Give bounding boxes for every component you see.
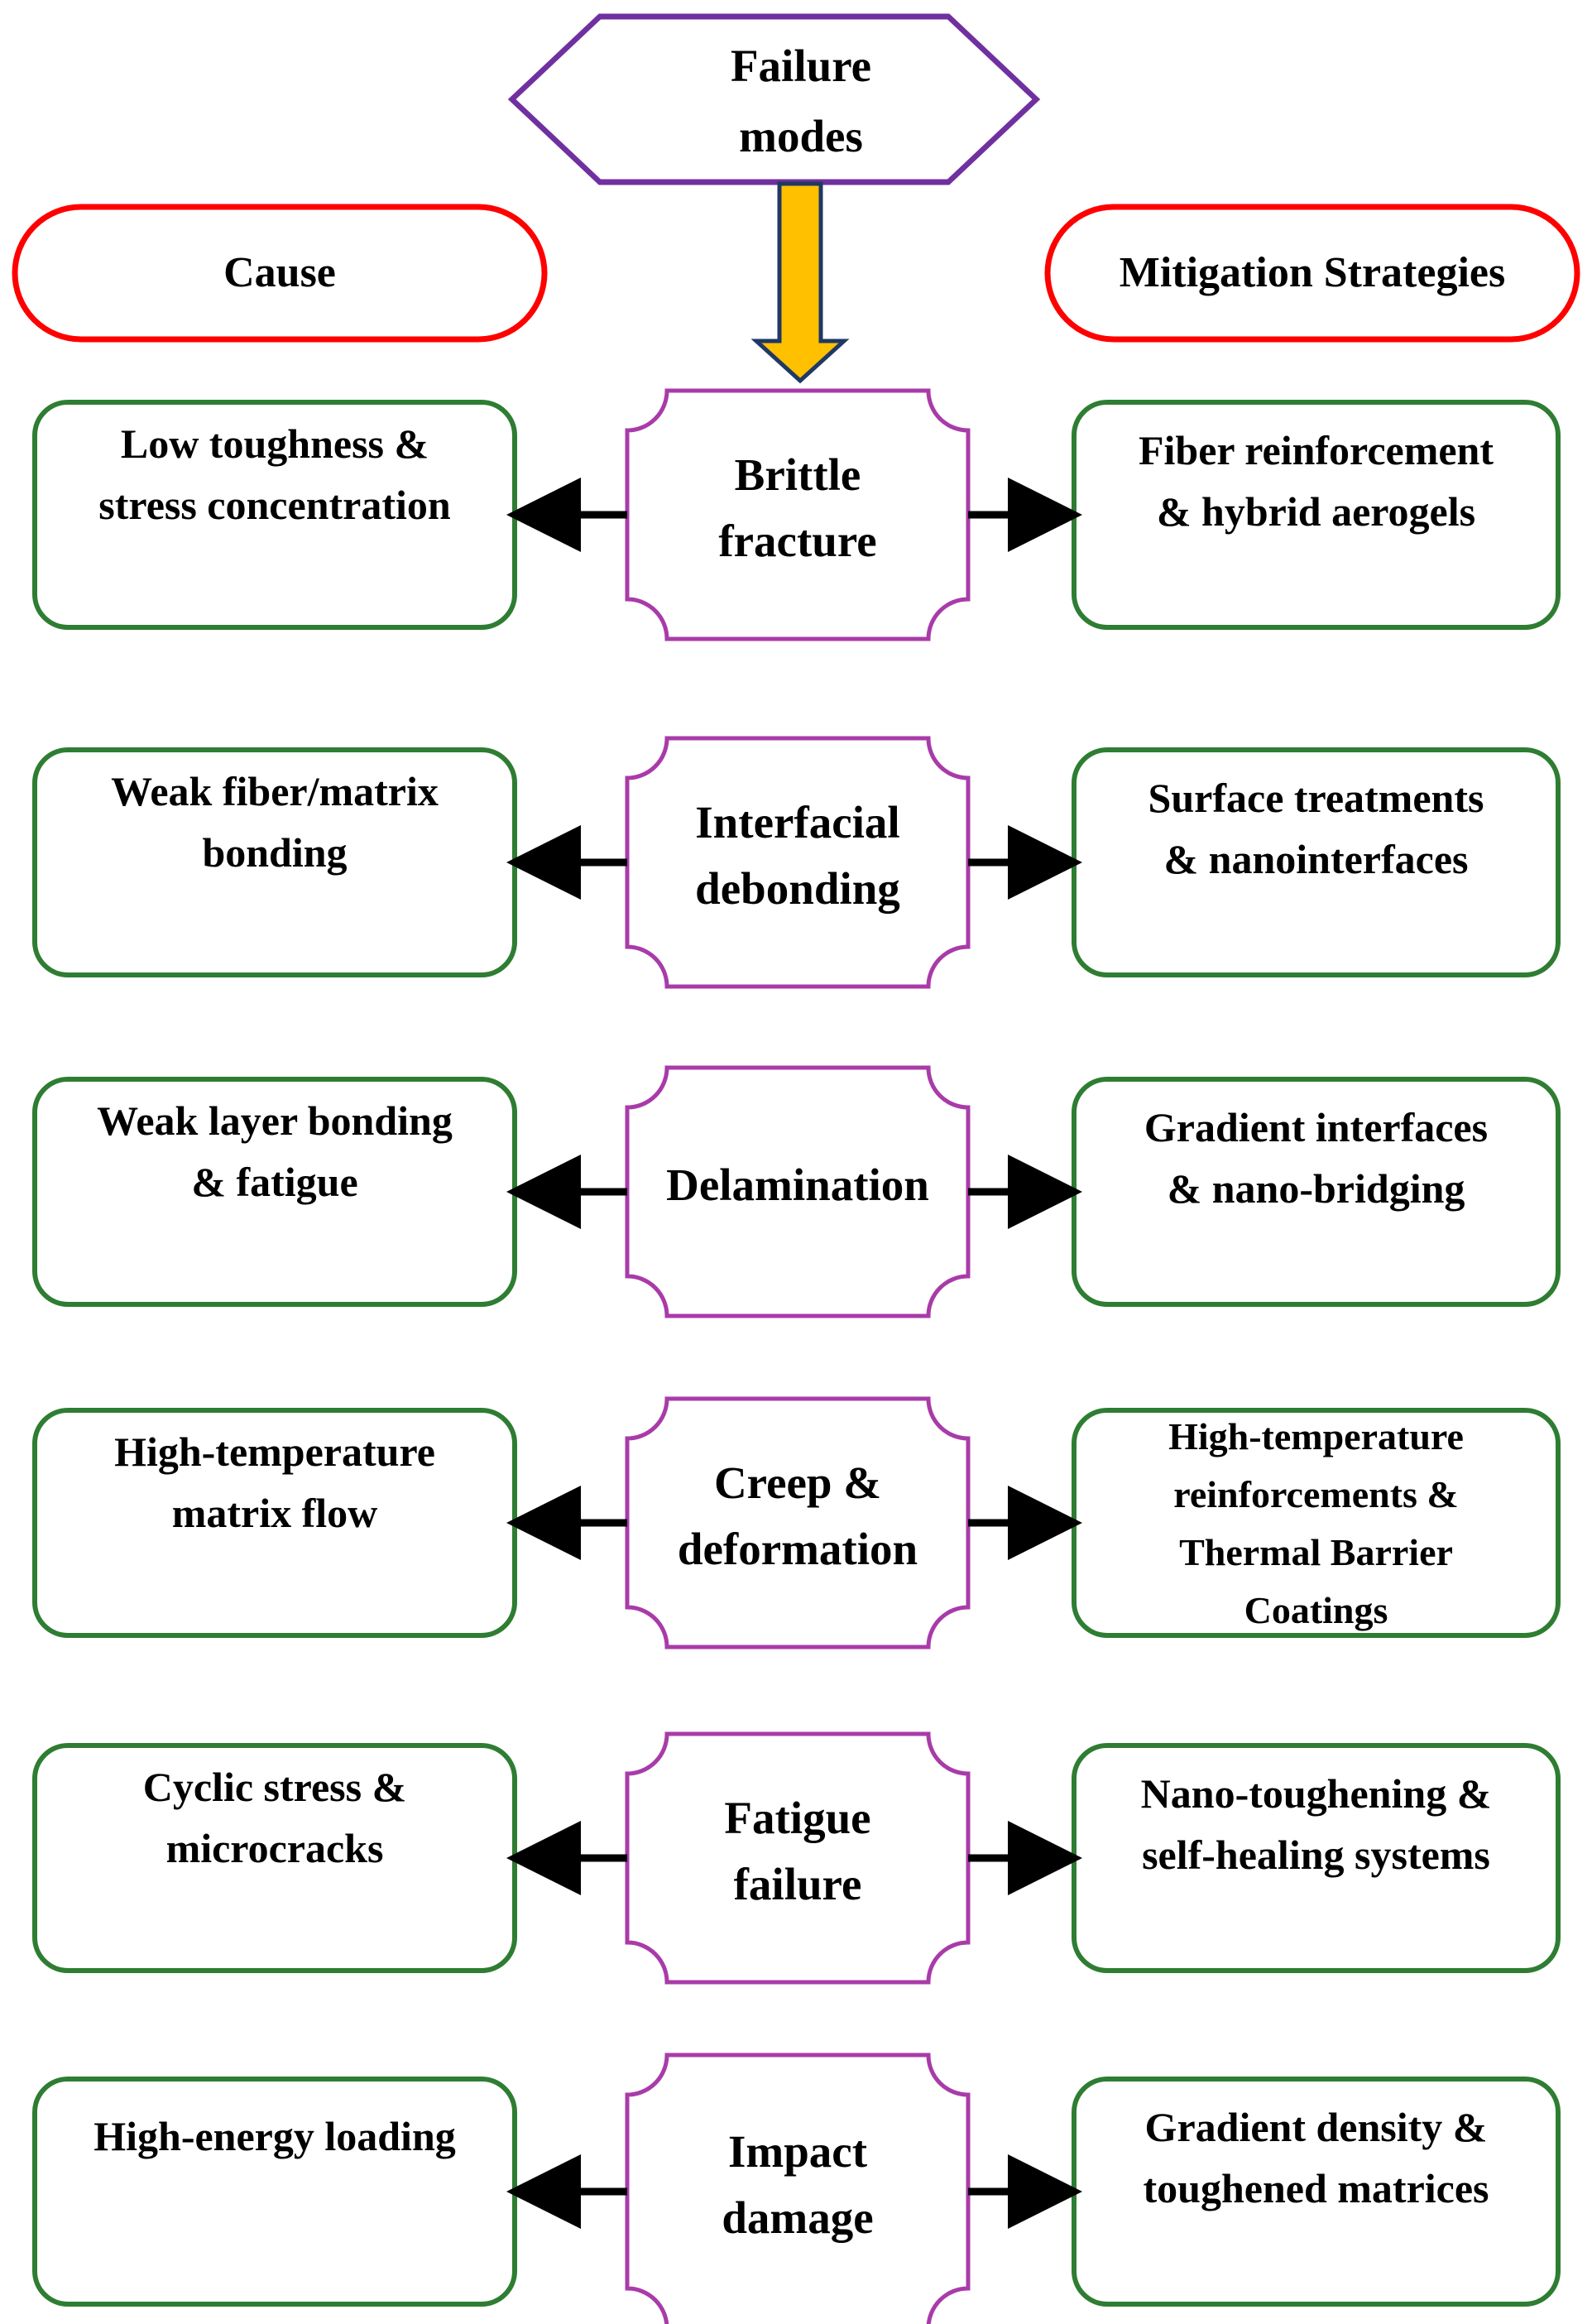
failure-mode-text-line: deformation (678, 1524, 918, 1574)
mitigation-text-line: & nano-bridging (1168, 1165, 1465, 1212)
failure-modes-title-line1: Failure (731, 41, 871, 91)
mitigation-header: Mitigation Strategies (1044, 204, 1580, 343)
failure-mode-row: Weak fiber/matrix bonding Surface treatmen… (32, 736, 1561, 989)
cause-header-shape (12, 204, 548, 343)
failure-mode-text-line: fracture (718, 516, 876, 566)
cause-header-label: Cause (223, 249, 336, 296)
cause-text-line: Weak fiber/matrix (111, 768, 439, 814)
failure-mode-row: Low toughness & stress concentration Fiber… (32, 388, 1561, 641)
failure-mode-plaque (625, 1396, 971, 1649)
failure-mode-plaque (625, 388, 971, 641)
cause-text-line: matrix flow (172, 1490, 378, 1536)
cause-text-line: stress concentration (98, 482, 451, 528)
failure-mode-text-line: Delamination (666, 1160, 929, 1210)
failure-mode-plaque (625, 2053, 971, 2324)
mitigation-text-line: & hybrid aerogels (1157, 488, 1475, 535)
mitigation-header-shape (1044, 204, 1580, 343)
rows-layer: Low toughness & stress concentration Fiber… (32, 388, 1561, 2324)
mitigation-text-line: toughened matrices (1144, 2165, 1489, 2211)
mitigation-text-line: reinforcements & (1173, 1473, 1458, 1515)
failure-mode-text-line: Brittle (735, 449, 861, 500)
mitigation-text-line: & nanointerfaces (1164, 836, 1469, 882)
cause-text-line: & fatigue (191, 1159, 357, 1205)
cause-text-line: Low toughness & (121, 420, 429, 467)
failure-modes-title-node: Failure modes (507, 13, 1041, 185)
mitigation-text-line: Thermal Barrier (1179, 1531, 1453, 1573)
mitigation-text-line: self-healing systems (1142, 1832, 1490, 1878)
mitigation-text-line: Gradient density & (1145, 2104, 1488, 2150)
failure-mode-text-line: Fatigue (724, 1793, 870, 1843)
mitigation-text-line: Fiber reinforcement (1139, 427, 1494, 473)
failure-mode-plaque (625, 1731, 971, 1985)
failure-mode-text-line: damage (722, 2192, 873, 2243)
down-arrow-icon (750, 181, 850, 384)
failure-modes-title-line2: modes (739, 111, 863, 161)
failure-mode-text-line: debonding (695, 863, 900, 914)
mitigation-text-line: Surface treatments (1148, 775, 1484, 821)
failure-mode-row: Cyclic stress & microcracks Nano-toughenin… (32, 1731, 1561, 1985)
hexagon-shape (507, 13, 1041, 185)
mitigation-text-line: Coatings (1244, 1589, 1388, 1631)
mitigation-text-line: High-temperature (1168, 1415, 1464, 1457)
cause-text-line: bonding (202, 829, 347, 876)
cause-header: Cause (12, 204, 548, 343)
cause-text-line: High-temperature (114, 1428, 435, 1475)
failure-mode-text-line: Interfacial (695, 797, 899, 847)
failure-mode-text-line: Impact (728, 2126, 868, 2177)
mitigation-text-line: Nano-toughening & (1141, 1770, 1492, 1817)
cause-text-line: High-energy loading (94, 2113, 456, 2159)
cause-text-line: Cyclic stress & (143, 1764, 406, 1810)
mitigation-text-line: Gradient interfaces (1144, 1104, 1488, 1150)
mitigation-header-label: Mitigation Strategies (1120, 249, 1505, 296)
failure-mode-text-line: failure (734, 1859, 862, 1909)
failure-mode-row: High-energy loading Gradient density & tou… (32, 2053, 1561, 2324)
cause-text-line: Weak layer bonding (97, 1097, 453, 1144)
failure-mode-row: High-temperature matrix flow High-temperat… (32, 1396, 1561, 1649)
cause-text-line: microcracks (166, 1825, 384, 1871)
failure-mode-text-line: Creep & (714, 1457, 881, 1508)
failure-mode-row: Weak layer bonding & fatigue Gradient inte… (32, 1065, 1561, 1318)
failure-mode-plaque (625, 736, 971, 989)
failure-mode-plaque (625, 1065, 971, 1318)
